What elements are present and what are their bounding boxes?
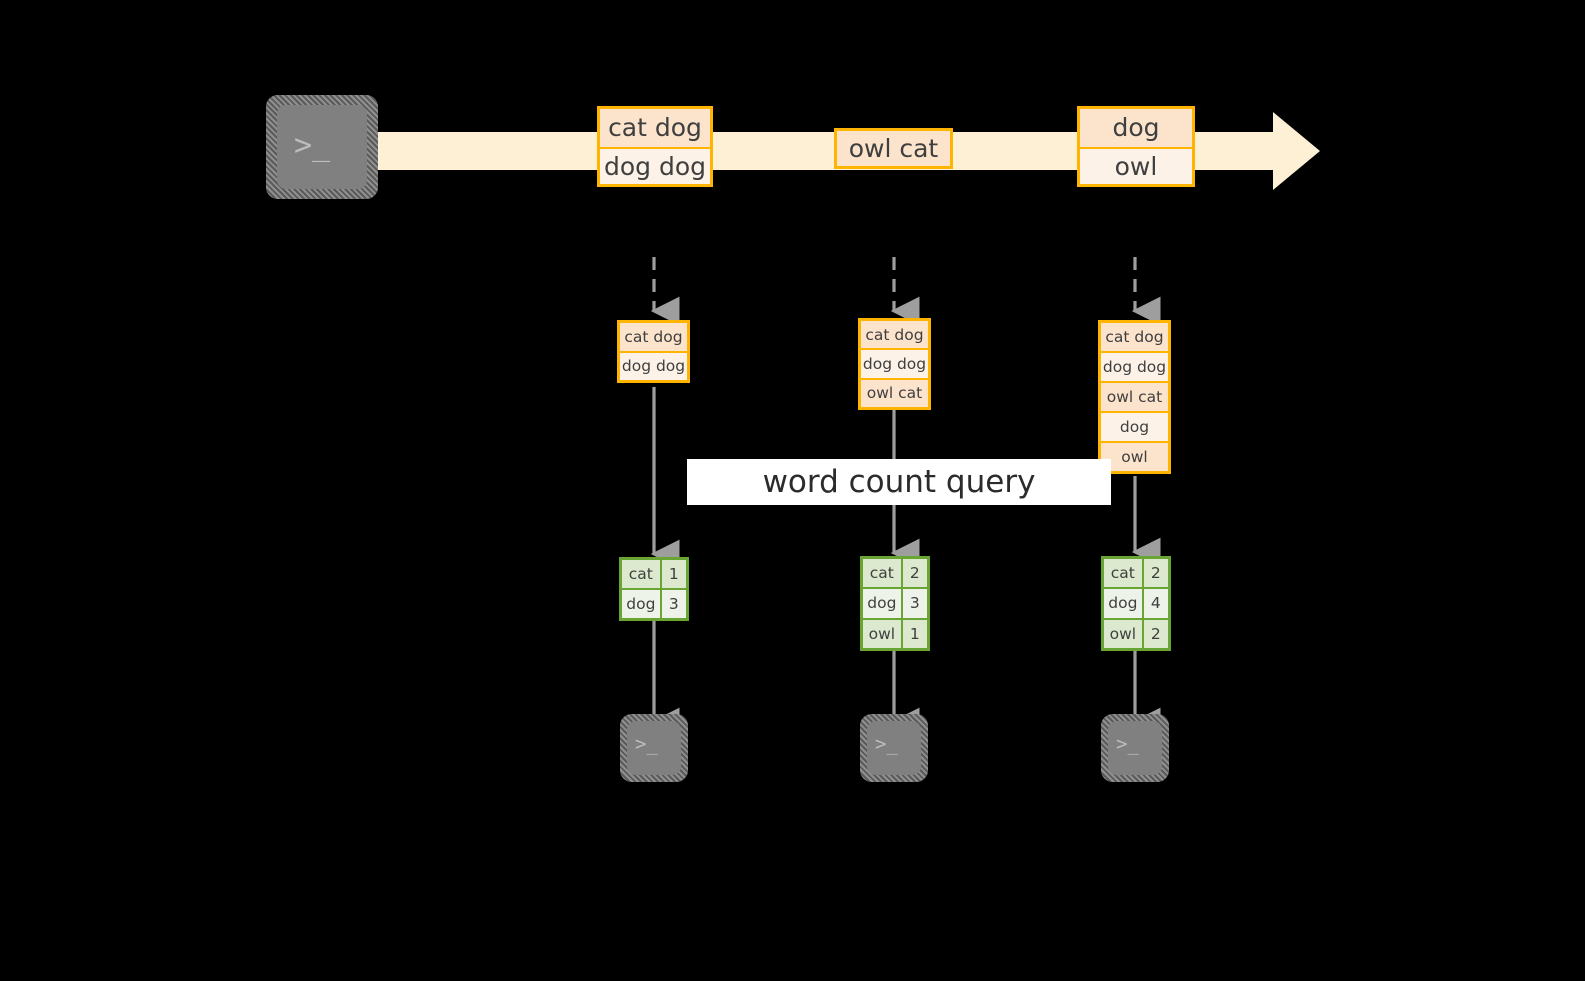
terminal-body bbox=[277, 105, 367, 189]
table-row: owl 2 bbox=[1104, 617, 1168, 648]
table-cell-word: cat bbox=[622, 560, 662, 588]
table-cell-word: cat bbox=[1104, 559, 1144, 588]
table-cell-count: 2 bbox=[1143, 559, 1168, 588]
buffer-line: dog dog bbox=[861, 348, 928, 378]
terminal-body bbox=[1108, 721, 1162, 775]
buffer-line: cat dog bbox=[1101, 323, 1168, 351]
table-row: owl 1 bbox=[863, 617, 927, 648]
table-row: dog 3 bbox=[863, 587, 927, 618]
snapshot-buffer-1[interactable]: cat dog dog dog bbox=[617, 320, 690, 383]
stream-event-line: dog dog bbox=[600, 146, 710, 184]
buffer-line: dog dog bbox=[1101, 351, 1168, 381]
snapshot-buffer-2[interactable]: cat dog dog dog owl cat bbox=[858, 318, 931, 410]
query-label: word count query bbox=[687, 459, 1111, 505]
buffer-line: owl bbox=[1101, 441, 1168, 471]
table-cell-word: cat bbox=[863, 559, 903, 588]
table-cell-count: 4 bbox=[1143, 589, 1168, 618]
table-row: cat 1 bbox=[622, 560, 686, 588]
terminal-prompt-glyph: >_ bbox=[875, 733, 898, 755]
buffer-line: dog dog bbox=[620, 350, 687, 380]
table-cell-word: dog bbox=[622, 590, 662, 618]
terminal-body bbox=[867, 721, 921, 775]
terminal-prompt-glyph: >_ bbox=[1116, 733, 1139, 755]
buffer-line: dog bbox=[1101, 411, 1168, 441]
stream-event-line: cat dog bbox=[600, 109, 710, 147]
table-cell-word: owl bbox=[1104, 619, 1144, 648]
stream-event-box-1[interactable]: cat dog dog dog bbox=[597, 106, 713, 187]
table-cell-word: owl bbox=[863, 619, 903, 648]
stream-event-line: owl cat bbox=[837, 131, 950, 166]
terminal-body bbox=[627, 721, 681, 775]
table-row: dog 4 bbox=[1104, 587, 1168, 618]
table-cell-word: dog bbox=[863, 589, 903, 618]
table-row: dog 3 bbox=[622, 588, 686, 618]
table-cell-word: dog bbox=[1104, 589, 1144, 618]
buffer-line: owl cat bbox=[1101, 381, 1168, 411]
stream-event-line: owl bbox=[1080, 146, 1192, 184]
result-table-1[interactable]: cat 1 dog 3 bbox=[619, 557, 689, 621]
table-cell-count: 2 bbox=[1143, 619, 1168, 648]
table-row: cat 2 bbox=[1104, 559, 1168, 588]
buffer-line: cat dog bbox=[620, 323, 687, 351]
stream-event-box-3[interactable]: dog owl bbox=[1077, 106, 1195, 187]
stream-event-line: dog bbox=[1080, 109, 1192, 147]
stream-event-box-2[interactable]: owl cat bbox=[834, 128, 953, 169]
table-cell-count: 3 bbox=[661, 590, 686, 618]
snapshot-buffer-3[interactable]: cat dog dog dog owl cat dog owl bbox=[1098, 320, 1171, 474]
table-cell-count: 1 bbox=[902, 619, 927, 648]
sink-terminal-icon-2[interactable]: >_ bbox=[860, 714, 928, 782]
source-terminal-icon[interactable]: >_ bbox=[266, 95, 378, 199]
table-cell-count: 3 bbox=[902, 589, 927, 618]
buffer-line: owl cat bbox=[861, 377, 928, 407]
sink-terminal-icon-1[interactable]: >_ bbox=[620, 714, 688, 782]
sink-terminal-icon-3[interactable]: >_ bbox=[1101, 714, 1169, 782]
query-label-text: word count query bbox=[762, 464, 1036, 500]
terminal-prompt-glyph: >_ bbox=[294, 128, 331, 163]
terminal-prompt-glyph: >_ bbox=[635, 733, 658, 755]
result-table-3[interactable]: cat 2 dog 4 owl 2 bbox=[1101, 556, 1171, 651]
table-cell-count: 1 bbox=[661, 560, 686, 588]
buffer-line: cat dog bbox=[861, 321, 928, 349]
table-cell-count: 2 bbox=[902, 559, 927, 588]
result-table-2[interactable]: cat 2 dog 3 owl 1 bbox=[860, 556, 930, 651]
table-row: cat 2 bbox=[863, 559, 927, 588]
